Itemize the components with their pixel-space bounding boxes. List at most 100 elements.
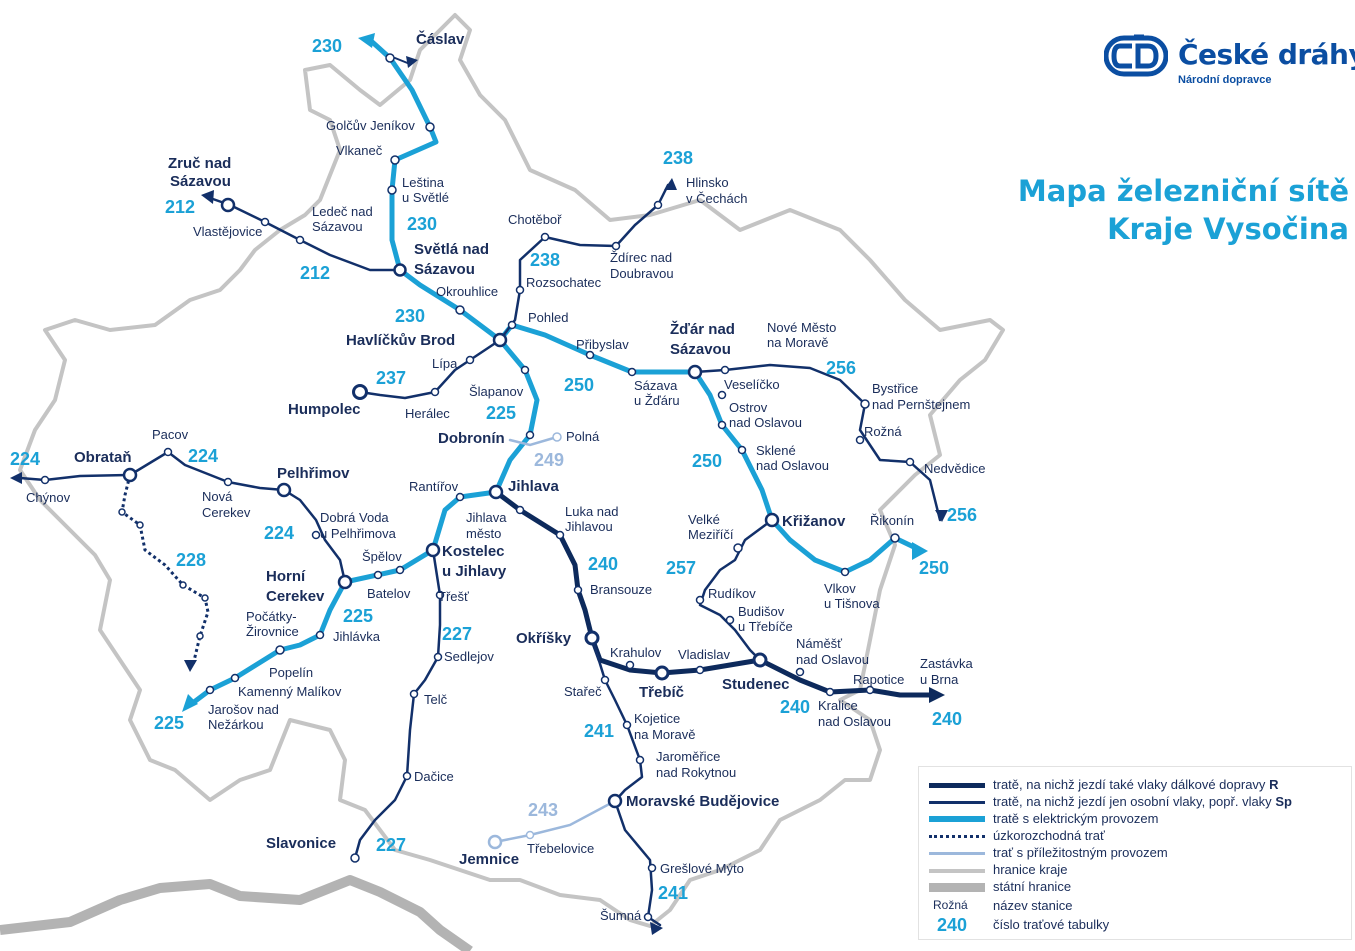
cd-logo: České dráhy Národní dopravce: [1102, 30, 1355, 90]
station-markers: [40, 53, 915, 922]
station-krahulov: Krahulov: [610, 645, 662, 660]
station-dobronin: Dobronín: [438, 430, 505, 447]
line-number-230: 230: [395, 306, 425, 326]
station-ostrov-1: Ostrov: [729, 400, 768, 415]
station-hlinsko-2: v Čechách: [686, 191, 747, 206]
line-number-243: 243: [528, 800, 558, 820]
line-number-237: 237: [376, 368, 406, 388]
line-number-250: 250: [919, 558, 949, 578]
line-241: [590, 636, 662, 927]
long-distance-lines: [493, 489, 938, 698]
line-230: [367, 37, 503, 343]
legend-text-narrow: úzkorozchodná trať: [993, 828, 1105, 843]
line-number-240: 240: [588, 554, 618, 574]
station-vlkanec: Vlkaneč: [336, 143, 383, 158]
station-lipa: Lípa: [432, 356, 458, 371]
station-zdar-1: Žďár nad: [670, 320, 735, 338]
legend-text-long-distance: tratě, na nichž jezdí také vlaky dálkové…: [993, 777, 1279, 792]
station-nedvedice: Nedvědice: [924, 461, 985, 476]
line-number-227: 227: [442, 624, 472, 644]
station-bystrice-1: Bystřice: [872, 381, 918, 396]
station-kralice-2: nad Oslavou: [818, 714, 891, 729]
station-sklene-1: Sklené: [756, 443, 796, 458]
station-kostelec-1: Kostelec: [442, 543, 505, 560]
station-rozsochatec: Rozsochatec: [526, 275, 602, 290]
station-velke-mezirici-2: Meziříčí: [688, 527, 734, 542]
station-zruc-1: Zruč nad: [168, 155, 231, 172]
brand-name: České dráhy: [1178, 38, 1355, 71]
line-number-257: 257: [666, 558, 696, 578]
station-pribyslav: Přibyslav: [576, 337, 629, 352]
station-luka-2: Jihlavou: [565, 519, 613, 534]
station-dobra-voda-1: Dobrá Voda: [320, 510, 389, 525]
line-number-224: 224: [264, 523, 294, 543]
station-vlkov-2: u Tišnova: [824, 596, 880, 611]
legend-swatch-long-distance: [929, 783, 985, 788]
line-243: [493, 799, 617, 844]
station-vlkov-1: Vlkov: [824, 581, 856, 596]
legend-row-regional: tratě, na nichž jezdí jen osobní vlaky, …: [919, 794, 1351, 811]
station-veselicko: Veselíčko: [724, 377, 780, 392]
station-lestina-1: Leština: [402, 175, 445, 190]
station-starec: Stařeč: [564, 684, 602, 699]
station-bransouze: Bransouze: [590, 582, 652, 597]
line-number-256: 256: [947, 505, 977, 525]
legend-table-example: 240: [937, 915, 968, 935]
station-kamenny-malikov: Kamenný Malíkov: [238, 684, 342, 699]
station-golcuv: Golčův Jeníkov: [326, 118, 415, 133]
legend-text-region-border: hranice kraje: [993, 862, 1068, 877]
legend-row-state-border: státní hranice: [919, 879, 1351, 896]
station-zastavka-2: u Brna: [920, 672, 959, 687]
station-zastavka-1: Zastávka: [920, 656, 974, 671]
station-krizanov: Křižanov: [782, 513, 846, 530]
map-title: Mapa železniční sítě Kraje Vysočina: [1018, 172, 1349, 248]
station-chotebor: Chotěboř: [508, 212, 562, 227]
station-slapanov: Šlapanov: [469, 384, 524, 399]
line-225: [187, 337, 540, 708]
station-ledec-2: Sázavou: [312, 219, 363, 234]
line-number-225: 225: [154, 713, 184, 733]
station-telc: Telč: [424, 692, 448, 707]
line-number-240: 240: [932, 709, 962, 729]
legend-row-electric: tratě s elektrickým provozem: [919, 811, 1351, 828]
station-okrisky: Okříšky: [516, 630, 572, 647]
station-trebic: Třebíč: [639, 684, 684, 701]
line-number-224: 224: [188, 446, 218, 466]
map-title-line2: Kraje Vysočina: [1107, 212, 1349, 246]
station-jihlavka: Jihlávka: [333, 629, 381, 644]
station-studenec: Studenec: [722, 676, 790, 693]
station-jemnice: Jemnice: [459, 851, 519, 868]
line-number-249: 249: [534, 450, 564, 470]
line-number-240: 240: [780, 697, 810, 717]
station-jarosov-1: Jarošov nad: [208, 702, 279, 717]
line-number-224: 224: [10, 449, 40, 469]
line-238: [498, 183, 670, 342]
station-lestina-2: u Světlé: [402, 190, 449, 205]
station-ledec-1: Ledeč nad: [312, 204, 373, 219]
direction-arrows: [10, 33, 948, 935]
station-budisov-1: Budišov: [738, 604, 785, 619]
occasional-lines: [493, 435, 617, 844]
legend-row-station: Rožná název stanice: [919, 898, 1351, 915]
cd-logo-icon: [1104, 34, 1168, 77]
line-number-212: 212: [300, 263, 330, 283]
station-dobra-voda-2: u Pelhřimova: [320, 526, 397, 541]
station-popelin: Popelín: [269, 665, 313, 680]
station-zdirec-2: Doubravou: [610, 266, 674, 281]
station-svetla-2: Sázavou: [414, 261, 475, 278]
station-horni-cerekev-2: Cerekev: [266, 588, 325, 605]
station-caslav: Čáslav: [416, 30, 465, 48]
station-sumna: Šumná: [600, 908, 642, 923]
line-number-230: 230: [407, 214, 437, 234]
station-jihlava: Jihlava: [508, 478, 560, 495]
station-nova-cerekev-1: Nová: [202, 489, 233, 504]
station-rudikov: Rudíkov: [708, 586, 756, 601]
station-svetla-1: Světlá nad: [414, 241, 489, 258]
line-number-241: 241: [584, 721, 614, 741]
map-title-line1: Mapa železniční sítě: [1017, 174, 1349, 208]
station-horni-cerekev-1: Horní: [266, 568, 306, 585]
station-polna: Polná: [566, 429, 600, 444]
station-nove-mesto-2: na Moravě: [767, 335, 828, 350]
line-number-212: 212: [165, 197, 195, 217]
station-sklene-2: nad Oslavou: [756, 458, 829, 473]
